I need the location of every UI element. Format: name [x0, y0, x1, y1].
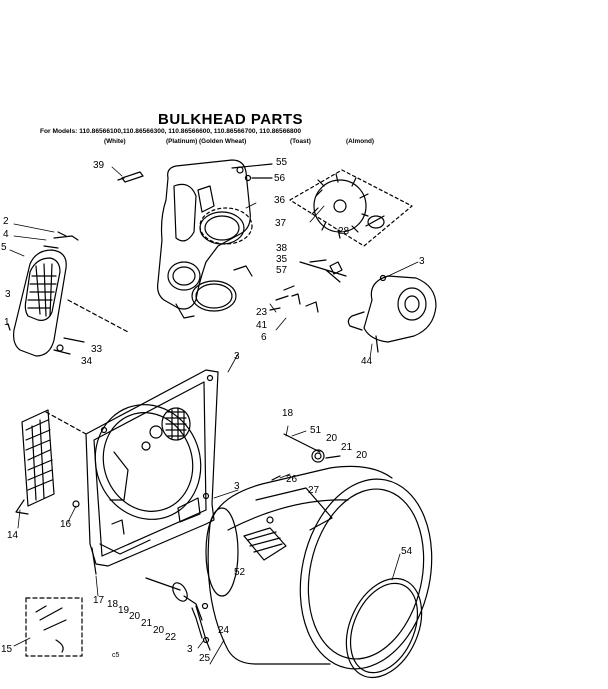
- callout-3-left: 3: [5, 289, 11, 300]
- callout-18-right: 18: [282, 408, 294, 419]
- callout-22: 22: [165, 632, 177, 643]
- callout-15: 15: [1, 644, 13, 655]
- part-20-21-drum-roller: [272, 434, 340, 480]
- callout-14: 14: [7, 530, 19, 541]
- callout-27: 27: [308, 485, 320, 496]
- callout-24: 24: [218, 625, 230, 636]
- diagram-title: BULKHEAD PARTS: [158, 111, 304, 128]
- part-54-drum-seal: [332, 567, 436, 689]
- callout-3-bottom: 3: [187, 644, 193, 655]
- callout-23: 23: [256, 307, 268, 318]
- callout-6: 6: [261, 332, 267, 343]
- callout-37: 37: [275, 218, 287, 229]
- callout-3-blower: 3: [419, 256, 425, 267]
- part-17-22-roller-assembly: [146, 578, 210, 650]
- callout-28: 28: [338, 226, 350, 237]
- callout-44: 44: [361, 356, 373, 367]
- callout-4: 4: [3, 229, 9, 240]
- callout-20-bottom-b: 20: [153, 625, 165, 636]
- callout-41: 41: [256, 320, 268, 331]
- callout-20-right-b: 20: [356, 450, 368, 461]
- callout-25: 25: [199, 653, 211, 664]
- variant-toast: (Toast): [290, 138, 311, 145]
- callout-51: 51: [310, 425, 322, 436]
- callout-57: 57: [276, 265, 288, 276]
- part-37-blower-wheel: [290, 170, 412, 246]
- small-hardware-38-35-57: [270, 260, 386, 312]
- callout-55: 55: [276, 157, 288, 168]
- bulkhead-panel: [79, 370, 218, 574]
- part-5-toe-panel: [8, 232, 128, 356]
- callout-1: 1: [4, 317, 10, 328]
- callout-52: 52: [234, 567, 246, 578]
- duct-seals: [192, 208, 252, 311]
- callout-26: 26: [286, 474, 298, 485]
- callout-5: 5: [1, 242, 7, 253]
- callout-17: 17: [93, 595, 105, 606]
- variant-almond: (Almond): [346, 138, 375, 145]
- callout-20-right-a: 20: [326, 433, 338, 444]
- callout-18-bottom: 18: [107, 599, 119, 610]
- callout-56: 56: [274, 173, 286, 184]
- callout-16: 16: [60, 519, 72, 530]
- part-55-56-fasteners: [232, 164, 272, 181]
- callout-38: 38: [276, 243, 288, 254]
- part-39-pin: [118, 172, 143, 182]
- callout-3-bulkhead: 3: [234, 351, 240, 362]
- footer-code: c5: [112, 652, 120, 659]
- variant-white: (White): [104, 138, 126, 145]
- callout-39: 39: [93, 160, 105, 171]
- callout-21-bottom: 21: [141, 618, 153, 629]
- leader-lines: [10, 167, 418, 664]
- callout-54: 54: [401, 546, 413, 557]
- models-line: For Models: 110.86566100,110.86566300, 1…: [40, 128, 302, 135]
- callout-20-bottom-a: 20: [129, 611, 141, 622]
- callout-35: 35: [276, 254, 288, 265]
- part-14-heater: [16, 410, 86, 514]
- part-44-blower-housing: [300, 262, 436, 352]
- callout-2: 2: [3, 216, 9, 227]
- callout-21-right: 21: [341, 442, 353, 453]
- callout-33: 33: [91, 344, 103, 355]
- callout-19: 19: [118, 605, 130, 616]
- variant-platinum-golden-wheat: (Platinum) (Golden Wheat): [166, 138, 247, 145]
- callout-3-drum: 3: [234, 481, 240, 492]
- callout-34: 34: [81, 356, 93, 367]
- callout-36: 36: [274, 195, 286, 206]
- part-15-kit: [26, 598, 82, 656]
